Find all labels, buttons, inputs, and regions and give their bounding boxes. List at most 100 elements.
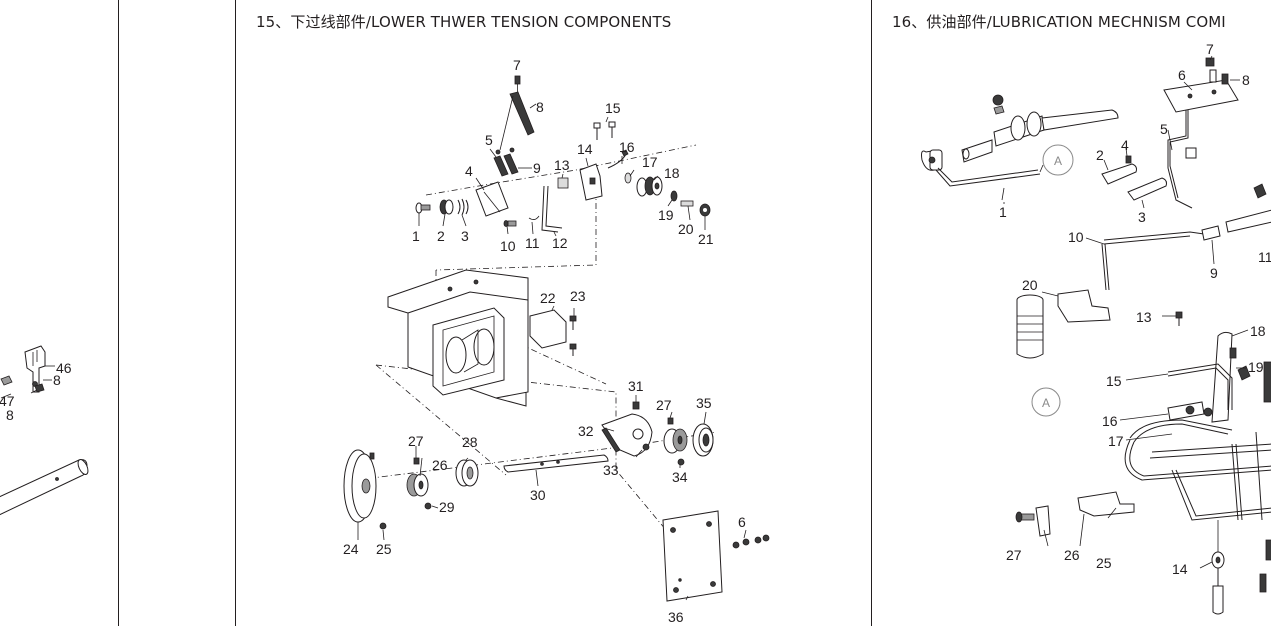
label-16-5: 5 — [1160, 121, 1168, 137]
label-8: 8 — [53, 372, 61, 388]
part-13-sleeve — [557, 177, 569, 189]
part-33-screw — [642, 443, 650, 451]
label-15-5: 5 — [485, 132, 493, 148]
label-16-25: 25 — [1096, 555, 1112, 571]
part-27-collar-left — [369, 452, 420, 465]
callout-marker-mid: A — [1042, 396, 1050, 410]
label-16-8: 8 — [1242, 72, 1250, 88]
part-2-3-wicks — [1101, 155, 1167, 201]
label-16-18: 18 — [1250, 323, 1266, 339]
label-15-4: 4 — [465, 163, 473, 179]
part-6-screws — [732, 534, 770, 549]
label-15-24: 24 — [343, 541, 359, 557]
label-16-20: 20 — [1022, 277, 1038, 293]
label-15-21: 21 — [698, 231, 714, 247]
part-oil-pan-frame — [1124, 431, 1271, 521]
part-11-12-arm — [528, 185, 563, 233]
part-frame-casting — [387, 269, 529, 407]
label-15-15: 15 — [605, 100, 621, 116]
label-15-18: 18 — [664, 165, 680, 181]
label-16-7: 7 — [1206, 41, 1214, 57]
label-15-29: 29 — [439, 499, 455, 515]
label-15-13: 13 — [554, 157, 570, 173]
part-36-cover-plate — [662, 510, 723, 602]
part-31-screw — [632, 401, 640, 410]
part-oil-tube-assembly — [921, 94, 1119, 171]
part-25-bracket — [1077, 491, 1135, 517]
label-15-31: 31 — [628, 378, 644, 394]
left-panel-diagram: 46 8 47 8 — [0, 345, 89, 516]
label-15-28: 28 — [462, 434, 478, 450]
part-7-screw — [514, 75, 521, 92]
label-47: 47 — [0, 393, 15, 409]
label-15-32: 32 — [578, 423, 594, 439]
part-labels-16: 1 2 3 4 5 6 7 8 9 10 11 13 14 15 16 17 1… — [999, 41, 1271, 577]
label-15-14: 14 — [577, 141, 593, 157]
part-4-plate — [475, 181, 509, 217]
label-15-20: 20 — [678, 221, 694, 237]
label-16-27: 27 — [1006, 547, 1022, 563]
panel-lower-thread-tension: 15、下过线部件/LOWER THWER TENSION COMPONENTS — [235, 0, 872, 626]
part-23-screws — [569, 315, 577, 356]
part-labels-15: 1 2 3 4 5 6 7 8 9 10 11 12 13 14 15 16 1… — [343, 57, 746, 625]
label-16-2: 2 — [1096, 147, 1104, 163]
part-28-bushing — [455, 459, 479, 487]
part-7-8-screws — [1205, 57, 1229, 85]
part-18-tension-discs — [636, 176, 663, 197]
label-15-12: 12 — [552, 235, 568, 251]
part-32-eccentric-cam — [601, 413, 653, 457]
part-25-screw — [379, 522, 387, 530]
part-9-10-11-pipes — [1101, 183, 1271, 291]
part-shaft-left — [0, 459, 89, 516]
part-15-16-17-pipes — [1129, 363, 1233, 443]
label-15-11: 11 — [525, 235, 540, 251]
label-16-17: 17 — [1108, 433, 1124, 449]
label-16-26: 26 — [1064, 547, 1080, 563]
label-15-27-right: 27 — [656, 397, 672, 413]
leader-lines-15 — [357, 103, 747, 601]
label-16-15: 15 — [1106, 373, 1122, 389]
label-15-36: 36 — [668, 609, 684, 625]
label-8-lower: 8 — [6, 407, 14, 423]
part-19-washer — [670, 190, 678, 202]
exploded-diagram-16: A — [921, 41, 1271, 615]
label-15-6: 6 — [738, 514, 746, 530]
label-15-8: 8 — [536, 99, 544, 115]
part-1-screw — [415, 202, 431, 214]
part-20-plate — [1057, 289, 1111, 323]
part-8-screw-upper — [0, 375, 13, 386]
part-5-6-bracket — [1163, 79, 1239, 209]
label-15-25: 25 — [376, 541, 392, 557]
label-15-16: 16 — [619, 139, 635, 155]
label-15-3: 3 — [461, 228, 469, 244]
part-2-nut — [439, 199, 454, 215]
part-16-arm — [607, 149, 629, 169]
label-16-4: 4 — [1121, 137, 1129, 153]
part-5-9-spring-set — [493, 147, 519, 177]
label-15-9: 9 — [533, 160, 541, 176]
part-26-collar — [406, 473, 429, 497]
label-15-7: 7 — [513, 57, 521, 73]
part-10-screw — [503, 220, 517, 227]
label-16-14: 14 — [1172, 561, 1188, 577]
label-15-22: 22 — [540, 290, 556, 306]
callout-marker-top: A — [1054, 154, 1062, 168]
label-15-34: 34 — [672, 469, 688, 485]
panel-title-16: 16、供油部件/LUBRICATION MECHNISM COMI — [892, 13, 1226, 31]
part-22-gasket — [529, 309, 567, 349]
label-16-9: 9 — [1210, 265, 1218, 281]
left-panel: 46 8 47 8 — [0, 0, 119, 626]
part-21-nut — [699, 203, 711, 217]
part-3-spring — [457, 198, 469, 216]
label-15-19: 19 — [658, 207, 674, 223]
leader-47 — [0, 393, 12, 399]
label-16-16: 16 — [1102, 413, 1118, 429]
part-17-washer — [624, 172, 632, 184]
label-46: 46 — [56, 360, 72, 376]
label-15-10: 10 — [500, 238, 516, 254]
part-20-stud — [680, 200, 694, 207]
callout-A-mid: A — [1031, 387, 1061, 417]
label-15-1: 1 — [412, 228, 420, 244]
panel-title-15: 15、下过线部件/LOWER THWER TENSION COMPONENTS — [256, 13, 672, 31]
part-24-handwheel — [343, 449, 377, 523]
